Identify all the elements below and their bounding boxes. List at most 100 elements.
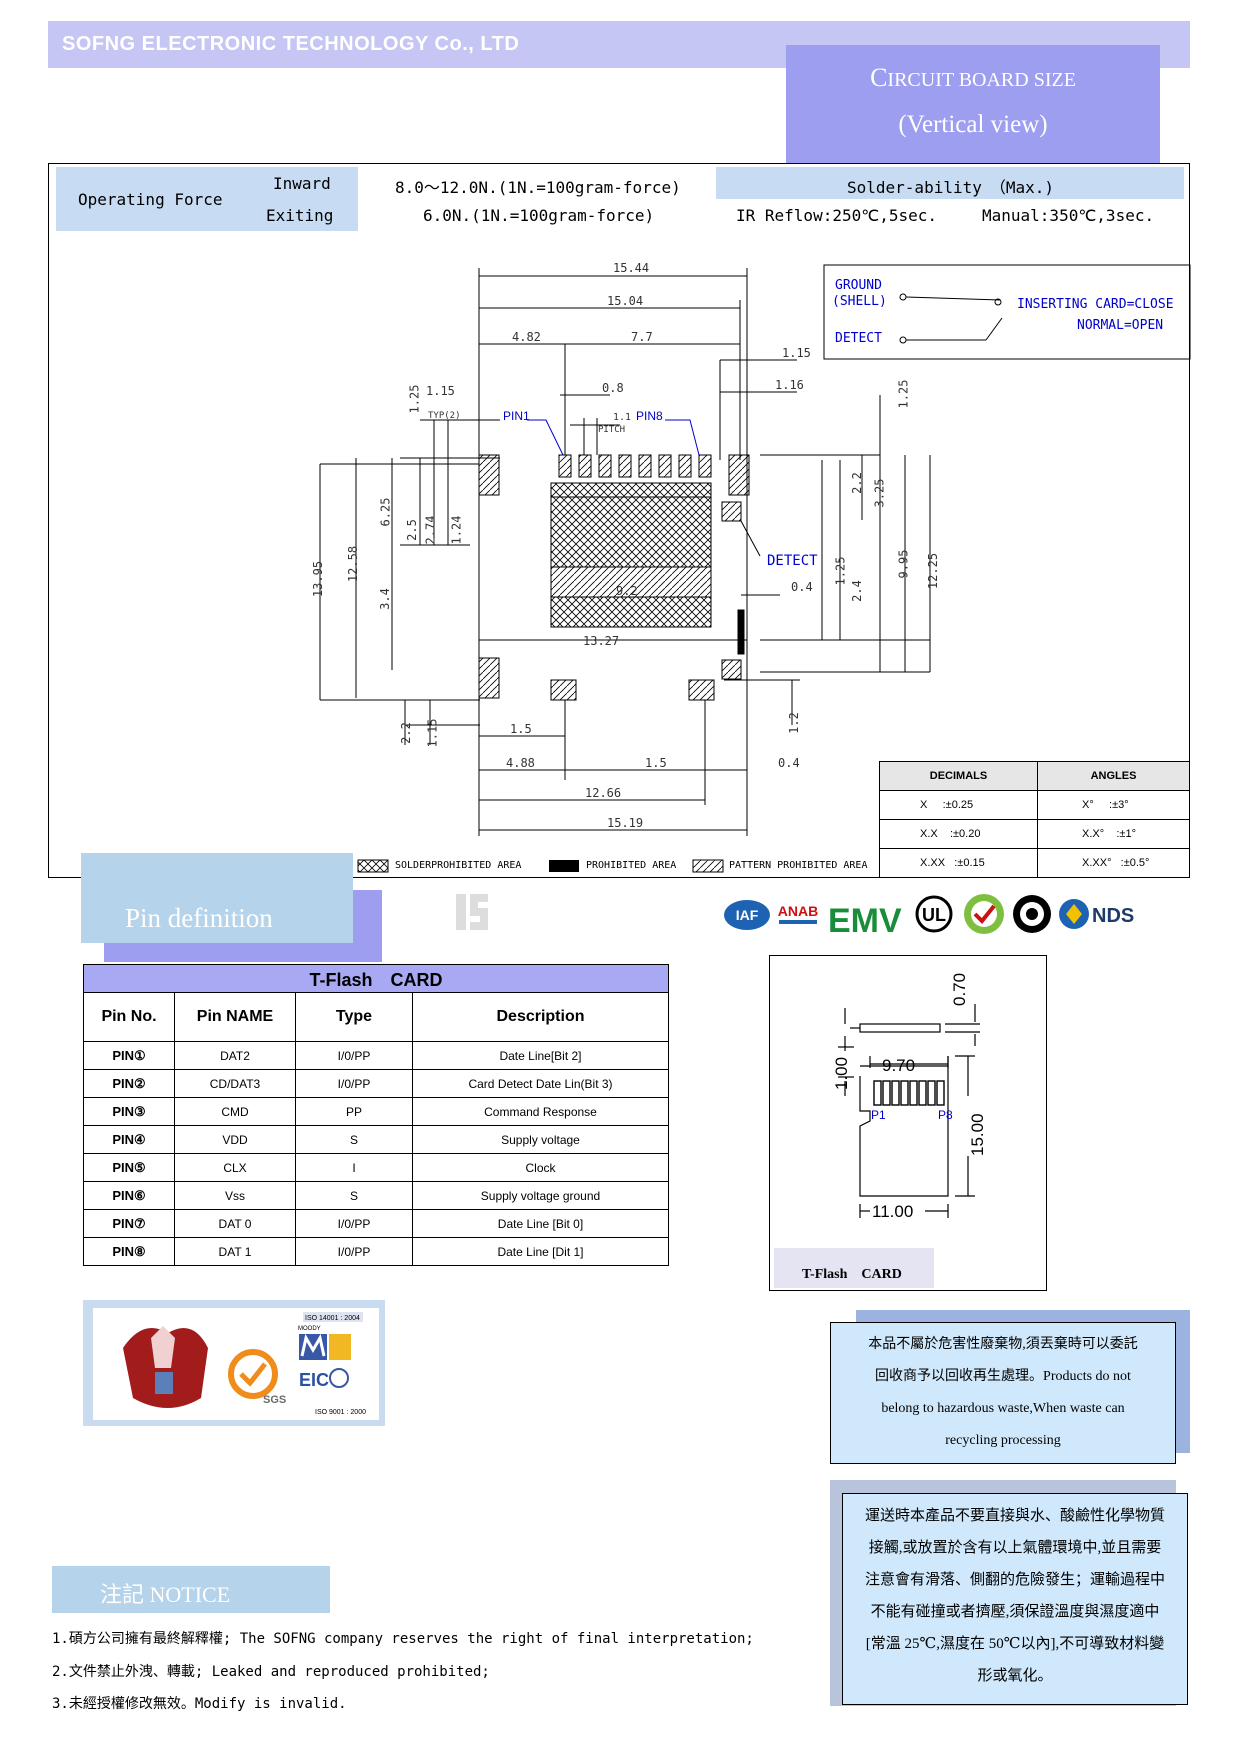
tf-pin-p8-label: P8: [938, 1108, 953, 1122]
ul-logo-text: UL: [922, 905, 946, 925]
dim-1-25-mid: 1.25: [833, 556, 848, 586]
dim-2-2-right: 2.2: [849, 472, 864, 494]
dim-0-8: 0.8: [602, 381, 624, 395]
dim-13-95: 13.95: [311, 560, 326, 598]
dim-12-58: 12.58: [346, 545, 361, 583]
tf-card-caption: T-Flash CARD: [802, 1267, 902, 1282]
ir-reflow-value: IR Reflow:250℃,5sec.: [736, 206, 937, 225]
circuit-board-drawing: [319, 264, 1191, 873]
operating-force-label: Operating Force: [78, 190, 223, 209]
notice-line-1: 1.碩方公司擁有最終解釋權; The SOFNG company reserve…: [52, 1631, 754, 1647]
pin-table-header-name: Pin NAME: [174, 992, 296, 1042]
legend-solder-prohibited: SOLDERPROHIBITED AREA: [395, 860, 522, 871]
notice-header: 注記 NOTICE: [52, 1566, 330, 1613]
dim-1-15-top: 1.15: [782, 346, 811, 360]
tolerance-header-decimals: DECIMALS: [879, 761, 1038, 791]
switch-shell-label: (SHELL): [832, 294, 887, 309]
inward-value: 8.0～12.0N.(1N.=100gram-force): [395, 178, 681, 197]
dim-15-04: 15.04: [607, 294, 644, 308]
pin-table-header-no: Pin No.: [83, 992, 175, 1042]
notice-line-3: 3.未經授權修改無效。Modify is invalid.: [52, 1696, 347, 1712]
dim-9-95: 9.95: [896, 549, 911, 579]
dim-1-2: 1.2: [786, 712, 801, 734]
dim-1-15-bottom: 1.15: [425, 718, 440, 748]
dim-2-2-left: 2.2: [398, 722, 413, 744]
switch-ground-label: GROUND: [835, 278, 882, 293]
legend-prohibited: PROHIBITED AREA: [586, 860, 677, 871]
tf-dim-15-00: 15.00: [968, 1113, 987, 1156]
document-subtitle: (Vertical view): [898, 111, 1048, 138]
dim-0-4-right: 0.4: [791, 580, 813, 594]
tolerance-row-decimal: X.X :±0.20: [879, 819, 1038, 849]
exiting-value: 6.0N.(1N.=100gram-force): [423, 206, 655, 225]
document-title: CIRCUIT BOARD SIZE: [870, 63, 1076, 92]
certificate-badges-inner: SGS MOODY EIC ISO 14001 : 2004 ISO 9001 …: [93, 1308, 379, 1420]
legend-pattern-prohibited: PATTERN PROHIBITED AREA: [729, 860, 868, 871]
pin-definition-table: T-Flash CARD Pin No. Pin NAME Type Descr…: [83, 964, 669, 1266]
notice-title: 注記 NOTICE: [100, 1582, 231, 1607]
pitch-label: PITCH: [598, 425, 626, 435]
iaf-logo-text: IAF: [736, 907, 759, 923]
typ-label: TYP(2): [428, 411, 461, 421]
certificate-badges-panel: SGS MOODY EIC ISO 14001 : 2004 ISO 9001 …: [83, 1300, 385, 1426]
iso-14001-text: ISO 14001 : 2004: [305, 1315, 360, 1322]
dim-4-82: 4.82: [512, 330, 541, 344]
pin-definition-title: Pin definition: [125, 903, 273, 933]
dim-1-5-right: 1.5: [645, 756, 667, 770]
inward-label: Inward: [273, 174, 331, 193]
svg-text:EIC: EIC: [299, 1370, 329, 1390]
dim-1-15-left: 1.15: [426, 384, 455, 398]
dim-9-2: 9.2: [616, 584, 638, 598]
certification-logos: IAF ANAB EMV UL NDS: [722, 890, 1170, 942]
drawing-frame: [48, 163, 1190, 878]
dim-1-1: 1.1: [613, 412, 632, 423]
dim-1-25-left: 1.25: [407, 384, 422, 414]
dim-2-4: 2.4: [849, 580, 864, 602]
tolerance-row-angle: X° :±3°: [1037, 790, 1190, 820]
emv-logo-text: EMV: [828, 902, 902, 940]
hazard-waste-note: 本品不屬於危害性廢棄物,須丟棄時可以委託 回收商予以回收再生處理。Product…: [830, 1322, 1176, 1464]
tolerance-row-decimal: X :±0.25: [879, 790, 1038, 820]
tflash-card-drawing: 0.70 9.70 1.00 15.00 11.00 P1 P8 T-Flash…: [769, 955, 1047, 1291]
tf-dim-9-70: 9.70: [882, 1056, 916, 1075]
switch-detect-label: DETECT: [835, 331, 882, 346]
dim-15-44: 15.44: [613, 261, 650, 275]
tf-dim-11-00: 11.00: [872, 1202, 914, 1221]
pin-table-header-type: Type: [295, 992, 413, 1042]
operating-force-cell: [56, 167, 358, 231]
tolerance-header-angles: ANGLES: [1037, 761, 1190, 791]
dim-12-66: 12.66: [585, 786, 622, 800]
dim-13-27: 13.27: [583, 634, 620, 648]
company-name: SOFNG ELECTRONIC TECHNOLOGY Co., LTD: [62, 33, 520, 55]
switch-inserting-label: INSERTING CARD=CLOSE: [1017, 297, 1174, 312]
moody-logo-text: MOODY: [298, 1326, 321, 1332]
manual-solder-value: Manual:350℃,3sec.: [982, 206, 1155, 225]
tf-dim-1-00: 1.00: [832, 1056, 851, 1090]
pin1-label: PIN1: [503, 409, 530, 423]
solder-ability-cell: [716, 167, 1184, 199]
dim-15-19: 15.19: [607, 816, 644, 830]
notice-line-2: 2.文件禁止外洩、轉載; Leaked and reproduced prohi…: [52, 1664, 490, 1680]
detect-pad-label: DETECT: [767, 553, 818, 569]
tolerance-row-angle: X.XX° :±0.5°: [1037, 848, 1190, 878]
tf-card-caption-box: [774, 1248, 934, 1288]
dim-3-4: 3.4: [377, 588, 392, 610]
dim-1-16: 1.16: [775, 378, 804, 392]
iso-9001-text: ISO 9001 : 2000: [315, 1409, 366, 1416]
solder-ability-label: Solder-ability （Max.): [847, 178, 1055, 197]
dim-0-4-bottom: 0.4: [778, 756, 800, 770]
switch-normal-label: NORMAL=OPEN: [1077, 318, 1164, 333]
document-title-box: CIRCUIT BOARD SIZE (Vertical view): [786, 45, 1160, 163]
company-header-bar: SOFNG ELECTRONIC TECHNOLOGY Co., LTD: [48, 21, 1190, 68]
pin-table-header-description: Description: [412, 992, 669, 1042]
dim-2-5: 2.5: [404, 519, 419, 541]
tolerance-row-decimal: X.XX :±0.15: [879, 848, 1038, 878]
pin-table-caption: T-Flash CARD: [83, 964, 669, 993]
dim-1-25-right: 1.25: [896, 379, 911, 409]
